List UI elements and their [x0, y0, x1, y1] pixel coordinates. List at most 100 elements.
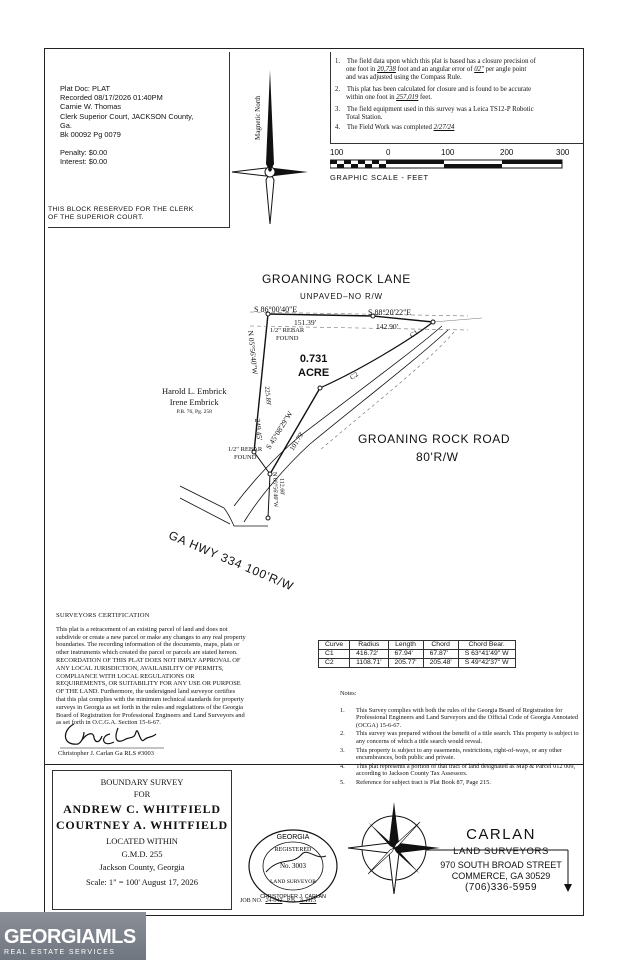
- table-cell: 205.48': [422, 658, 459, 668]
- owner-name: Irene Embrick: [169, 397, 219, 407]
- client-name: COURTNEY A. WHITFIELD: [55, 818, 229, 832]
- mls-brand: GEORGIAMLS: [4, 926, 136, 948]
- lane-edge: [249, 325, 469, 331]
- surveyor-seal-icon: GEORGIA REGISTERED No. 3003 LAND SURVEYO…: [248, 829, 338, 903]
- monument-icon: [370, 313, 376, 319]
- field-note-2a: 2. This plat has been calculated for clo…: [335, 86, 532, 93]
- rebar-text: FOUND: [234, 454, 257, 461]
- company-city: COMMERCE, GA 30529: [451, 871, 551, 881]
- scale-tick: 100: [441, 148, 455, 157]
- road-rw: 80'R/W: [416, 450, 459, 464]
- scale-label: GRAPHIC SCALE - FEET: [330, 173, 429, 182]
- survey-for: FOR: [133, 789, 151, 799]
- survey-type: BOUNDARY SURVEY: [100, 777, 184, 787]
- hwy-edge: [180, 485, 225, 509]
- recording-line: Penalty: $0.00: [60, 148, 108, 158]
- surveyor-certification: SURVEYORS CERTIFICATION This plat is a r…: [56, 612, 246, 727]
- table-header: Radius: [349, 640, 389, 650]
- recording-spacer: [60, 139, 193, 148]
- scale-date: Scale: 1" = 100' August 17, 2026: [85, 877, 199, 887]
- scale-tick: 200: [500, 148, 514, 157]
- table-cell: S 63°41'49" W: [457, 649, 516, 659]
- distance-north-1: 151.39': [294, 318, 316, 327]
- hwy-edge: [180, 497, 231, 525]
- recording-line: Ga.: [60, 120, 72, 130]
- location-label: LOCATED WITHIN: [106, 836, 178, 846]
- recording-info: Plat Doc: PLAT Recorded 08/17/2026 01:40…: [60, 84, 193, 167]
- rebar-label-2: 1/2" REBAR FOUND: [228, 446, 262, 462]
- signer-name: Christopher J. Carlan Ga RLS #3003: [58, 750, 155, 757]
- reserved-line: THIS BLOCK RESERVED FOR THE CLERK: [48, 206, 194, 213]
- county: Jackson County, Georgia: [99, 862, 185, 872]
- adjoining-owner: Harold L. Embrick Irene Embrick P.B. 76,…: [162, 386, 226, 416]
- recording-line: Clerk Superior Court, JACKSON County,: [60, 111, 194, 121]
- field-note-1b: one foot in 20,738 foot and an angular e…: [346, 66, 527, 73]
- seal-text: No. 3003: [280, 862, 307, 870]
- acreage: 0.731 ACRE: [298, 352, 329, 380]
- distance-north-2: 142.90': [376, 322, 398, 331]
- lane-edge: [249, 311, 469, 317]
- table-cell: 416.72': [349, 649, 389, 659]
- table-cell: 67.87': [422, 649, 459, 659]
- seal-text: LAND SURVEYOR: [270, 879, 316, 885]
- reserved-line: OF THE SUPERIOR COURT.: [48, 214, 144, 221]
- rebar-text: 1/2" REBAR: [228, 446, 263, 453]
- west-boundary: [253, 313, 269, 453]
- north-arrow-icon: [231, 70, 308, 225]
- company-name: CARLAN: [466, 826, 536, 843]
- plat-notes: Notes: 1.This Survey complies with both …: [340, 690, 580, 788]
- company-address: 970 SOUTH BROAD STREET: [440, 860, 562, 870]
- monument-icon: [265, 515, 271, 521]
- company-phone: (706)336-5959: [464, 882, 538, 893]
- bearing-north-1: S 86°00'40"E: [254, 305, 298, 314]
- note-item: 2.This survey was prepared without the b…: [340, 730, 579, 745]
- recording-line: Carnie W. Thomas: [60, 102, 122, 112]
- table-cell: C1: [317, 649, 351, 659]
- table-cell: C2: [317, 658, 351, 668]
- field-notes-box: 1. The field data upon which this plat i…: [330, 52, 584, 144]
- road-edge: [299, 325, 443, 437]
- table-header: Curve: [317, 640, 351, 650]
- monument-icon: [267, 471, 273, 477]
- acreage-value: 0.731: [299, 353, 328, 365]
- road-edge: [309, 329, 449, 445]
- road-centerline: [319, 331, 455, 451]
- certification-body: This plat is a retracement of an existin…: [56, 625, 246, 727]
- recording-line: Bk 00092 Pg 0079: [60, 130, 121, 140]
- field-note-3a: 3. The field equipment used in this surv…: [335, 106, 534, 113]
- distance-south: 112.60': [278, 478, 285, 496]
- clerk-reserved-note: THIS BLOCK RESERVED FOR THE CLERK OF THE…: [48, 206, 194, 222]
- note-item: 3.This property is subject to any easeme…: [340, 746, 562, 762]
- road-name: GROANING ROCK ROAD: [358, 432, 511, 446]
- diagonal-boundary: [269, 387, 321, 475]
- table-cell: 205.77': [387, 658, 424, 668]
- seal-text: REGISTERED: [275, 847, 312, 853]
- seal-text: GEORGIA: [277, 834, 310, 841]
- table-row: C1 416.72' 67.94' 67.87' S 63°41'49" W: [317, 649, 516, 659]
- signature-icon: [60, 723, 164, 749]
- bearing-north-2: S 88°20'22"E: [368, 308, 412, 317]
- lane-name: GROANING ROCK LANE: [262, 272, 411, 286]
- south-boundary: [267, 473, 271, 519]
- table-header: Length: [387, 640, 424, 650]
- note-item: 5.Reference for subject tract is Plat Bo…: [340, 778, 491, 786]
- acreage-unit: ACRE: [298, 367, 330, 379]
- company-info: CARLAN LAND SURVEYORS 970 SOUTH BROAD ST…: [426, 826, 576, 893]
- notes-title: Notes:: [340, 690, 357, 697]
- monument-icon: [430, 319, 436, 325]
- curve-table: Curve Radius Length Chord Chord Bear. C1…: [317, 640, 516, 668]
- company-arrow-icon: [426, 849, 572, 892]
- plat-frame: [44, 48, 584, 916]
- scale-tick: 100: [330, 148, 344, 157]
- road-edge: [233, 435, 301, 507]
- certification-title: SURVEYORS CERTIFICATION: [56, 612, 150, 619]
- road-edge: [243, 443, 311, 523]
- curve-c1-c2: [319, 321, 434, 389]
- recording-line: Plat Doc: PLAT: [60, 84, 110, 93]
- lane-edge: [432, 317, 483, 323]
- district: G.M.D. 255: [121, 849, 163, 859]
- field-note-2b: within one foot in 257,019 feet.: [346, 94, 432, 101]
- lane-rw: UNPAVED–NO R/W: [300, 292, 383, 301]
- plat-drawing: [180, 311, 483, 527]
- job-number: JOB NO. 24-042 P.B. A-1115: [240, 898, 317, 904]
